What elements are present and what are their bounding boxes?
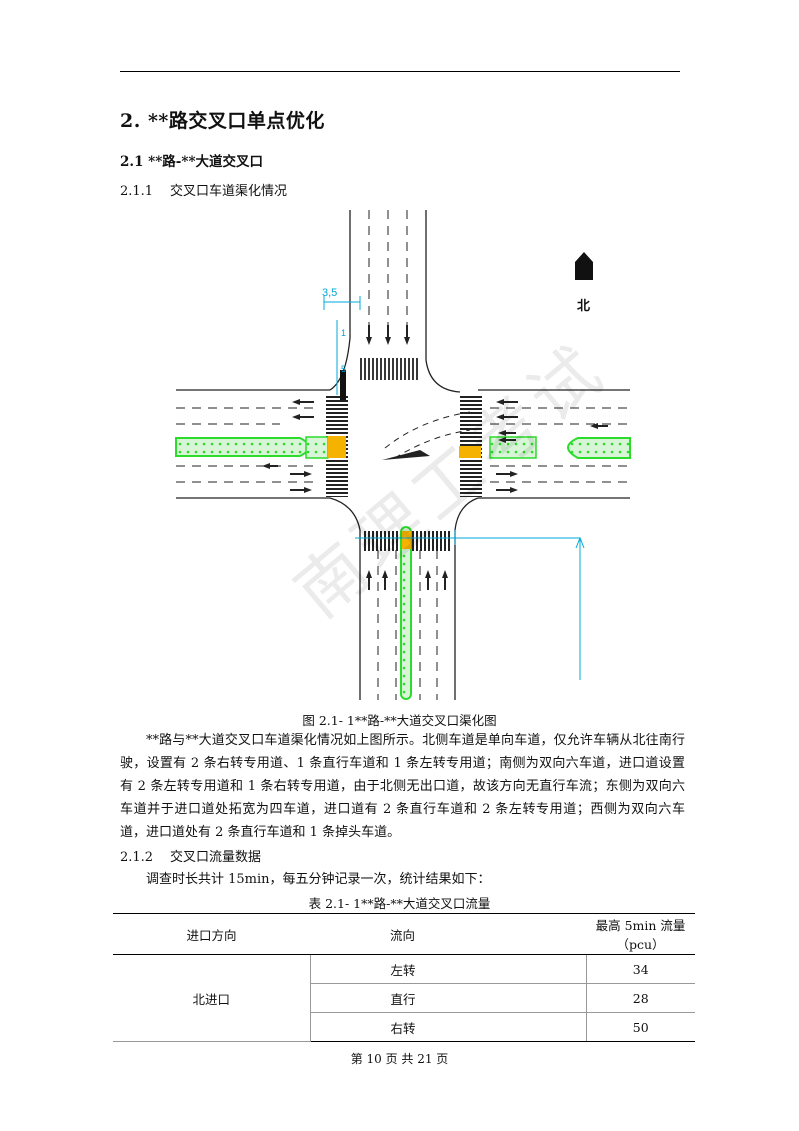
header-rule bbox=[120, 71, 680, 72]
page-footer: 第 10 页 共 21 页 bbox=[350, 1052, 449, 1066]
section-title: 交叉口流量数据 bbox=[170, 850, 262, 865]
heading-1: 2. **路交叉口单点优化 bbox=[120, 110, 325, 132]
paragraph-text: 调查时长共计 15min，每五分钟记录一次，统计结果如下： bbox=[146, 872, 491, 887]
table-row: 直行 28 bbox=[113, 983, 695, 1013]
table-caption: 表 2.1- 1**路-**大道交叉口流量 bbox=[308, 896, 491, 911]
flow-cell: 直行 bbox=[310, 983, 587, 1013]
north-label: 北 bbox=[577, 299, 590, 314]
section-title: 交叉口车道渠化情况 bbox=[170, 184, 288, 199]
table-header-row: 进口方向 流向 最高 5min 流量（pcu） bbox=[113, 913, 695, 955]
header-flow: 流向 bbox=[310, 913, 586, 955]
volume-cell: 50 bbox=[586, 1012, 695, 1042]
paragraph-text: **路与**大道交叉口车道渠化情况如上图所示。北侧车道是单向车道，仅允许车辆从北… bbox=[120, 733, 685, 840]
table-row: 右转 50 bbox=[113, 1012, 695, 1042]
volume-cell: 28 bbox=[586, 983, 695, 1013]
heading-2-1-1: 2.1.1 交叉口车道渠化情况 bbox=[120, 180, 287, 199]
volume-cell: 34 bbox=[586, 954, 695, 984]
flow-cell: 左转 bbox=[310, 954, 587, 984]
dimension-small-a: 1 bbox=[341, 328, 346, 338]
header-volume: 最高 5min 流量（pcu） bbox=[586, 913, 695, 955]
north-arrow-icon bbox=[575, 252, 593, 280]
paragraph-channelization: **路与**大道交叉口车道渠化情况如上图所示。北侧车道是单向车道，仅允许车辆从北… bbox=[120, 729, 685, 844]
paragraph-survey: 调查时长共计 15min，每五分钟记录一次，统计结果如下： bbox=[120, 868, 685, 891]
flow-cell: 右转 bbox=[310, 1012, 587, 1042]
heading-2: 2.1 **路-**大道交叉口 bbox=[120, 154, 264, 170]
section-number: 2.1.2 bbox=[120, 850, 154, 865]
figure-caption: 图 2.1- 1**路-**大道交叉口渠化图 bbox=[302, 713, 497, 728]
header-direction: 进口方向 bbox=[113, 913, 310, 955]
heading-2-1-2: 2.1.2 交叉口流量数据 bbox=[120, 846, 261, 865]
section-number: 2.1.1 bbox=[120, 184, 154, 199]
direction-cell: 北进口 bbox=[113, 954, 311, 1042]
dimension-label: 3,5 bbox=[322, 287, 337, 299]
dimension-small-b: 5 bbox=[341, 364, 346, 374]
intersection-diagram: 3,5 1 5 北 bbox=[175, 210, 631, 700]
flow-table: 进口方向 流向 最高 5min 流量（pcu） 北进口 左转 34 直行 28 … bbox=[113, 913, 695, 1042]
table-row: 北进口 左转 34 bbox=[113, 954, 695, 1042]
